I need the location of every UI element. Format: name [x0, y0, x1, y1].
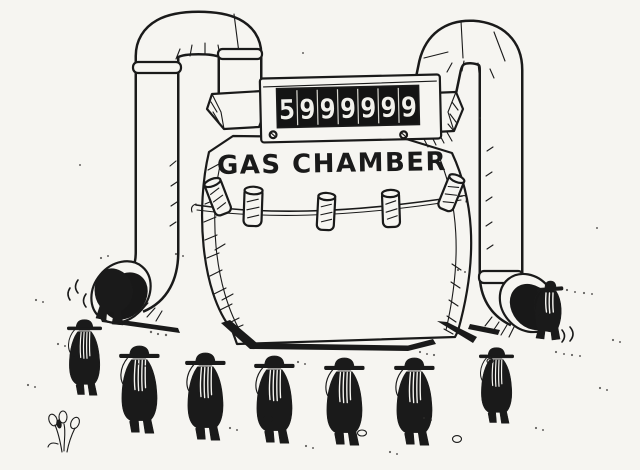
rivet-cylinder	[437, 173, 466, 213]
counter-digit: 9	[360, 93, 377, 124]
rivet-cylinder	[242, 185, 264, 228]
right-elbow-shadow	[468, 324, 500, 335]
flower	[47, 410, 80, 453]
figure-entering-right-pipe	[533, 280, 574, 343]
rivet-cylinder	[315, 191, 337, 232]
counter-digit: 9	[319, 94, 336, 125]
pipe-seam	[460, 20, 464, 59]
motion-lines	[561, 326, 574, 343]
counter-digit: 9	[400, 92, 417, 123]
pipe-seam	[233, 13, 240, 54]
ink-speckles	[26, 52, 621, 455]
rivet-cylinder	[380, 188, 402, 229]
counter-digit: 9	[299, 94, 316, 125]
counter-digit: 9	[380, 92, 397, 123]
meter-body	[200, 126, 473, 346]
meter-label: GAS CHAMBER	[217, 147, 448, 181]
pipe-collar	[216, 47, 264, 61]
left-pipe	[124, 10, 264, 322]
rivet-band	[190, 173, 468, 232]
counter-display	[275, 84, 421, 129]
counter-digit: 5	[279, 95, 296, 126]
figure-entering-left-pipe	[67, 268, 133, 326]
pipe-collar	[131, 60, 183, 75]
counter: 5 9 9 9 9 9 9	[258, 73, 443, 144]
meter-base-shadow	[221, 320, 477, 351]
motion-lines	[67, 279, 87, 308]
rivet-cylinder	[203, 176, 233, 217]
digit-separators	[296, 87, 400, 126]
ground-pebbles	[145, 358, 494, 443]
pipe-seam	[423, 51, 449, 59]
pipe-seam	[493, 31, 506, 62]
counter-digit: 9	[340, 93, 357, 124]
